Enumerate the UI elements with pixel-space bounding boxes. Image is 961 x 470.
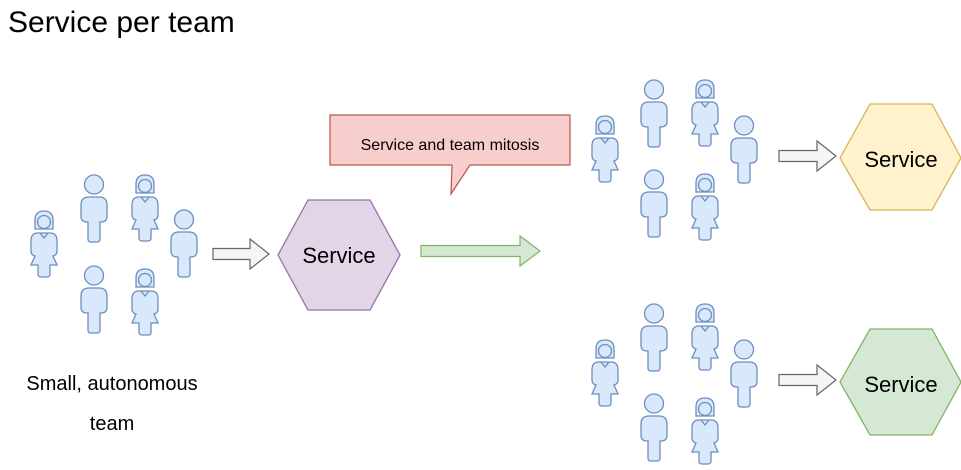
person-male-icon [730,115,758,184]
person-female-icon [131,174,159,242]
service-label-top: Service [864,147,937,172]
arrow-bottom-team-to-service [778,363,837,397]
service-hexagon-top [839,103,961,211]
person-male-icon [640,79,668,148]
service-label-original: Service [302,243,375,268]
team-label-line2: team [90,413,134,435]
person-female-icon [591,339,619,407]
team-left-people [30,174,198,336]
callout-bubble [329,114,571,197]
person-female-icon [691,79,719,147]
arrow-team-to-service [212,237,270,271]
person-female-icon [691,397,719,465]
page-title: Service per team [8,6,235,39]
person-female-icon [691,303,719,371]
person-female-icon [691,173,719,241]
callout-text: Service and team mitosis [361,137,540,154]
person-female-icon [30,210,58,278]
arrow-mitosis [420,234,541,268]
team-bottom-people [591,303,758,465]
person-female-icon [591,115,619,183]
team-label-line1: Small, autonomous [26,373,197,395]
service-hexagon-original [277,199,401,311]
person-male-icon [170,209,198,278]
arrow-top-team-to-service [778,139,837,173]
person-male-icon [80,265,108,334]
service-label-bottom: Service [864,372,937,397]
person-male-icon [640,393,668,462]
service-hexagon-bottom [839,328,961,436]
person-male-icon [730,339,758,408]
person-male-icon [640,303,668,372]
person-male-icon [80,174,108,243]
person-female-icon [131,268,159,336]
person-male-icon [640,169,668,238]
team-top-people [591,79,758,241]
